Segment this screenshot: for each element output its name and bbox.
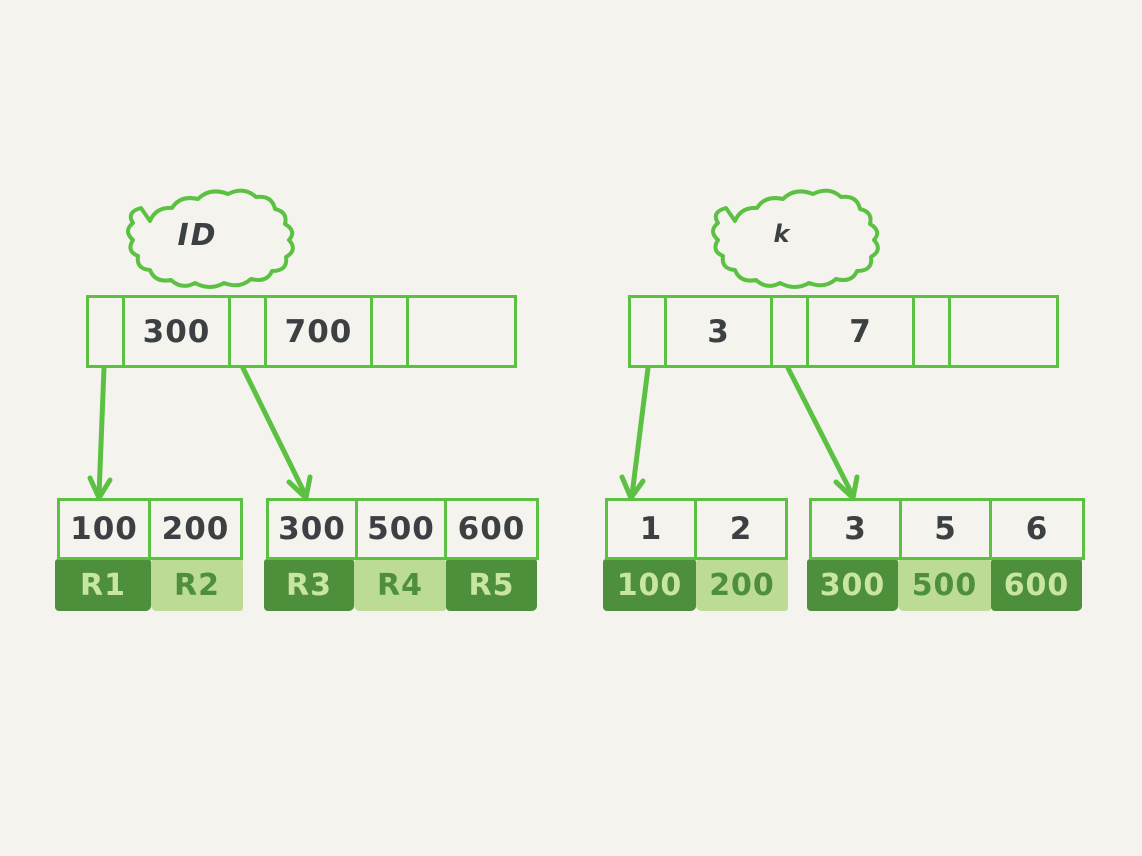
leaf-node-2[interactable]: 300 500 600 R3 R4 R5 (264, 498, 539, 611)
root-id-key-0[interactable]: 300 (125, 298, 231, 365)
arrow-id-right (240, 365, 308, 497)
leaf-4-value-2[interactable]: 600 (991, 559, 1082, 611)
leaf-3-keys: 1 2 (605, 498, 788, 560)
root-k-pointer-0[interactable] (631, 298, 667, 365)
arrow-id-left (96, 365, 107, 498)
arrow-k-left (629, 365, 651, 498)
root-id-pointer-1[interactable] (231, 298, 267, 365)
leaf-4-value-1[interactable]: 500 (898, 559, 991, 611)
root-id-pointer-0[interactable] (89, 298, 125, 365)
leaf-2-values: R3 R4 R5 (264, 559, 539, 611)
leaf-4-key-2[interactable]: 6 (1025, 511, 1049, 547)
leaf-node-4[interactable]: 3 5 6 300 500 600 (807, 498, 1085, 611)
leaf-4-key-1[interactable]: 5 (902, 501, 992, 557)
leaf-1-key-1[interactable]: 200 (161, 511, 230, 547)
root-k-pointer-1[interactable] (773, 298, 809, 365)
leaf-node-1[interactable]: 100 200 R1 R2 (55, 498, 243, 611)
leaf-3-value-0[interactable]: 100 (603, 559, 696, 611)
root-k-pointer-2[interactable] (915, 298, 951, 365)
leaf-4-keys: 3 5 6 (809, 498, 1085, 560)
leaf-4-value-0[interactable]: 300 (807, 559, 898, 611)
leaf-4-values: 300 500 600 (807, 559, 1085, 611)
leaf-1-value-0[interactable]: R1 (55, 559, 151, 611)
leaf-3-value-1[interactable]: 200 (696, 559, 788, 611)
leaf-3-values: 100 200 (603, 559, 788, 611)
leaf-4-key-0[interactable]: 3 (812, 501, 902, 557)
leaf-3-key-1[interactable]: 2 (729, 511, 753, 547)
leaf-3-key-0[interactable]: 1 (608, 501, 697, 557)
leaf-2-value-0[interactable]: R3 (264, 559, 354, 611)
leaf-2-key-2[interactable]: 600 (457, 511, 526, 547)
leaf-1-key-0[interactable]: 100 (60, 501, 151, 557)
root-id-key-1[interactable]: 700 (267, 298, 373, 365)
root-k-key-1[interactable]: 7 (809, 298, 915, 365)
leaf-2-key-0[interactable]: 300 (269, 501, 358, 557)
leaf-1-keys: 100 200 (57, 498, 243, 560)
leaf-node-3[interactable]: 1 2 100 200 (603, 498, 788, 611)
leaf-1-value-1[interactable]: R2 (151, 559, 243, 611)
leaf-2-key-1[interactable]: 500 (358, 501, 447, 557)
cloud-shape-k (711, 188, 880, 289)
root-id-empty-slot[interactable] (409, 298, 514, 365)
leaf-2-keys: 300 500 600 (266, 498, 539, 560)
leaf-2-value-1[interactable]: R4 (354, 559, 446, 611)
leaf-1-values: R1 R2 (55, 559, 243, 611)
root-id-pointer-2[interactable] (373, 298, 409, 365)
leaf-2-value-2[interactable]: R5 (446, 559, 537, 611)
cloud-shape-id (126, 188, 295, 289)
root-k-key-0[interactable]: 3 (667, 298, 773, 365)
arrow-k-right (785, 365, 855, 497)
root-node-k[interactable]: 3 7 (628, 295, 1059, 368)
root-k-empty-slot[interactable] (951, 298, 1056, 365)
root-node-id[interactable]: 300 700 (86, 295, 517, 368)
